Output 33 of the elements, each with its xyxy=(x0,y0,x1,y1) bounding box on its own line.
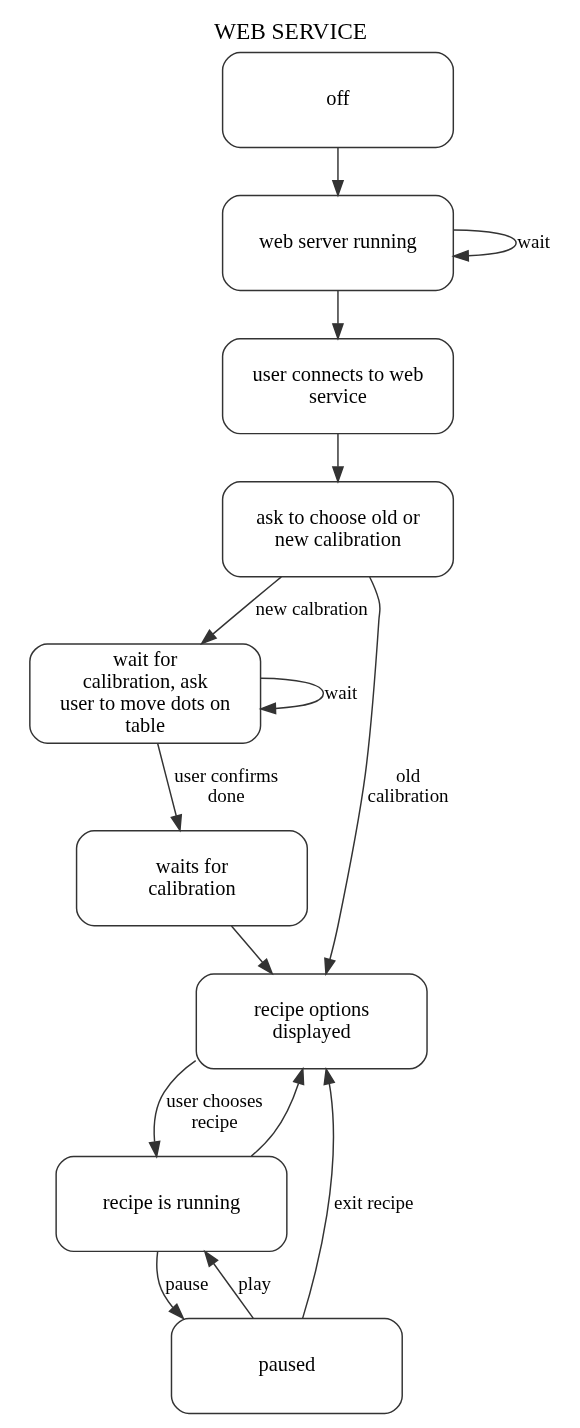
arrow xyxy=(331,433,344,484)
arrow xyxy=(230,925,274,976)
edge-label: user chooses recipe xyxy=(165,1090,263,1132)
arrow xyxy=(250,1066,304,1157)
arrow xyxy=(155,1250,185,1320)
node-box: wait for calibration, ask user to move dots on table xyxy=(28,643,261,744)
node-box: ask to choose old or new calibration xyxy=(221,481,454,578)
edge-label: pause xyxy=(164,1272,208,1294)
edge-label: play xyxy=(237,1272,271,1294)
edge-label: exit recipe xyxy=(333,1191,413,1213)
arrow xyxy=(331,290,344,341)
arrow xyxy=(450,229,517,262)
node-box: web server running xyxy=(221,194,454,292)
node-box: paused xyxy=(170,1317,403,1415)
arrow xyxy=(301,1066,335,1320)
arrow xyxy=(258,677,324,715)
arrow xyxy=(199,576,282,646)
arrow xyxy=(203,1249,254,1319)
arrow xyxy=(331,147,344,198)
edge-label: new calbration xyxy=(255,598,368,620)
edge-label: wait xyxy=(324,681,357,703)
edge-label: user confirms done xyxy=(173,764,278,807)
edge-label: old calibration xyxy=(367,764,449,807)
node-box: waits for calibration xyxy=(75,830,308,927)
node-box: recipe options displayed xyxy=(195,973,428,1070)
diagram-title: WEB SERVICE xyxy=(213,18,367,45)
edge-label: wait xyxy=(516,231,550,253)
arrow xyxy=(147,1059,196,1159)
node-box: off xyxy=(221,51,454,149)
node-box: user connects to web service xyxy=(221,337,454,435)
arrow xyxy=(323,576,381,976)
arrow xyxy=(156,742,182,833)
node-box: recipe is running xyxy=(54,1155,288,1253)
